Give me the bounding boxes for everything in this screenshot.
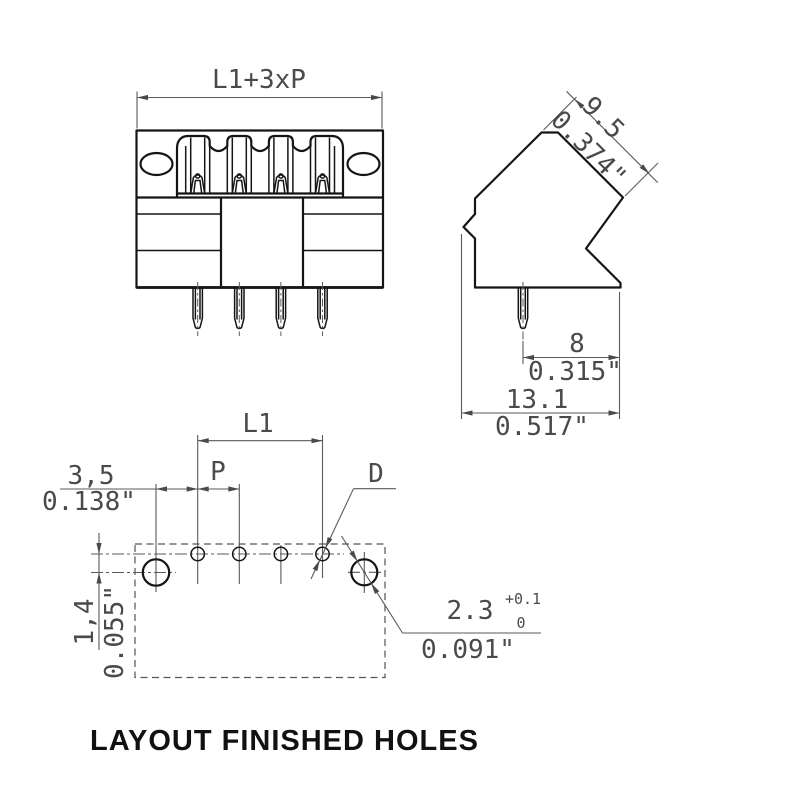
arrowhead (311, 438, 323, 444)
side-pin-edge-dimension: 8 0.315" (522, 292, 622, 419)
arrowhead (371, 94, 382, 101)
side-depth-mm-text: 13.1 (506, 385, 569, 415)
arrowhead (96, 543, 102, 554)
side-pin-edge-in-text: 0.315" (528, 357, 622, 387)
layout-l1-dimension: L1 (197, 409, 323, 444)
side-depth-dimension: 13.1 0.517" (460, 234, 620, 442)
pin-hole-3 (273, 546, 289, 562)
pcb-outline-dashed (134, 543, 386, 679)
arrowhead (523, 354, 534, 361)
mount-hole-dia-mm-text: 2.3 (447, 596, 494, 626)
mount-hole-diameter-leader: 2.3 +0.1 0 0.091" (341, 535, 541, 665)
pin-hole-4 (315, 546, 330, 562)
front-view: L1+3xP (135, 65, 385, 336)
arrowhead (228, 486, 240, 492)
arrowhead (461, 410, 473, 416)
castellation-pleats (184, 137, 336, 194)
arrowhead (325, 537, 333, 548)
pin-hole-2 (231, 546, 247, 562)
front-width-dimension: L1+3xP (136, 65, 383, 129)
contacts (189, 173, 331, 194)
right-flange-hole (346, 151, 381, 177)
pin-hole-dia-text: D (368, 459, 384, 489)
layout-pitch-dimensions: 3,5 0.138" P (42, 457, 240, 517)
arrowhead (639, 164, 650, 174)
arrowhead (137, 94, 148, 101)
arrowhead (349, 550, 358, 562)
arrowhead (156, 486, 167, 492)
arrowhead (197, 438, 209, 444)
holes (141, 546, 379, 587)
connector-body-front (135, 129, 385, 289)
mount-hole-dia-in-text: 0.091" (421, 635, 515, 665)
arrowhead (197, 486, 209, 492)
layout-row-offset-in-text: 0.055" (100, 585, 130, 679)
pin-hole-diameter-leader: D (310, 459, 396, 580)
arrowhead (371, 583, 380, 594)
side-depth-in-text: 0.517" (495, 412, 589, 442)
side-pin-edge-mm-text: 8 (569, 329, 585, 359)
arrowhead (312, 560, 320, 572)
solder-pins-front (192, 282, 328, 336)
pin-hole-1 (190, 546, 206, 562)
mount-hole-left (141, 558, 171, 587)
front-width-dim-text: L1+3xP (212, 65, 306, 95)
mount-hole-right (350, 558, 379, 587)
mount-hole-tol-plus-text: +0.1 (505, 590, 541, 608)
arrowhead (608, 354, 620, 361)
side-body-outline (462, 131, 625, 289)
arrowhead (574, 99, 585, 109)
drawing-title: LAYOUT FINISHED HOLES (90, 725, 479, 757)
arrowhead (96, 572, 102, 584)
castellated-profile (175, 134, 345, 199)
layout-offset-in-text: 0.138" (42, 487, 136, 517)
layout-pitch-text: P (210, 457, 226, 487)
layout-row-offset-mm-text: 1,4 (70, 599, 100, 646)
arrowhead (608, 410, 620, 416)
arrowhead (186, 486, 198, 492)
left-flange-hole (139, 151, 174, 177)
layout-offset-mm-text: 3,5 (68, 461, 115, 491)
hole-layout-view: L1 3,5 0.138" P 1,4 0.055" D (42, 409, 541, 679)
layout-row-offset-dimension: 1,4 0.055" (70, 533, 130, 679)
layout-l1-text: L1 (242, 409, 273, 439)
mount-hole-tol-minus-text: 0 (516, 614, 525, 632)
